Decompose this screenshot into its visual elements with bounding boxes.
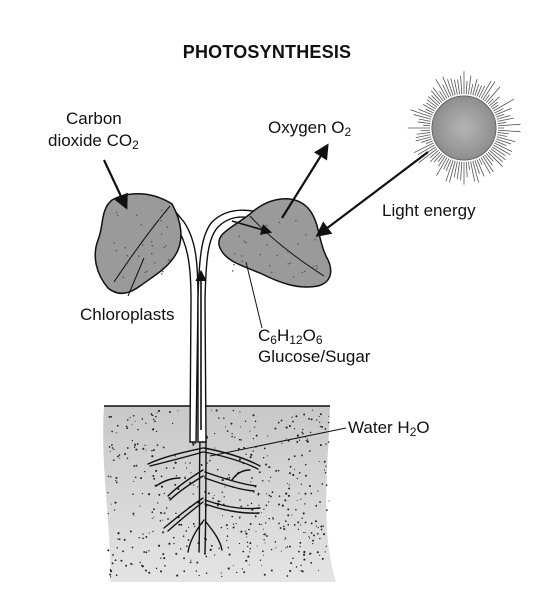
soil [103,405,336,582]
label-chloroplasts: Chloroplasts [80,305,175,324]
water-leader [209,427,347,457]
label-carbon-line1: Carbon [66,109,122,128]
sugar-flow-arrow [231,220,273,235]
roots [147,439,261,553]
glucose-leader [245,261,263,329]
oxygen-arrow [281,143,329,219]
label-oxygen: Oxygen O2 [268,118,352,139]
chloroplasts-leader [127,257,145,297]
label-carbon-dioxide: dioxide CO2 [48,131,139,152]
label-water: Water H2O [348,418,430,439]
soil-speckles [107,409,330,578]
label-glucose-formula: C6H12O6 [258,326,323,347]
co2-arrow [103,159,128,210]
sun-icon [407,71,521,185]
light-arrow [315,151,429,237]
left-leaf [94,193,182,295]
diagram-title: PHOTOSYNTHESIS [182,42,352,62]
label-glucose-name: Glucose/Sugar [258,347,371,366]
label-light-energy: Light energy [382,201,476,220]
